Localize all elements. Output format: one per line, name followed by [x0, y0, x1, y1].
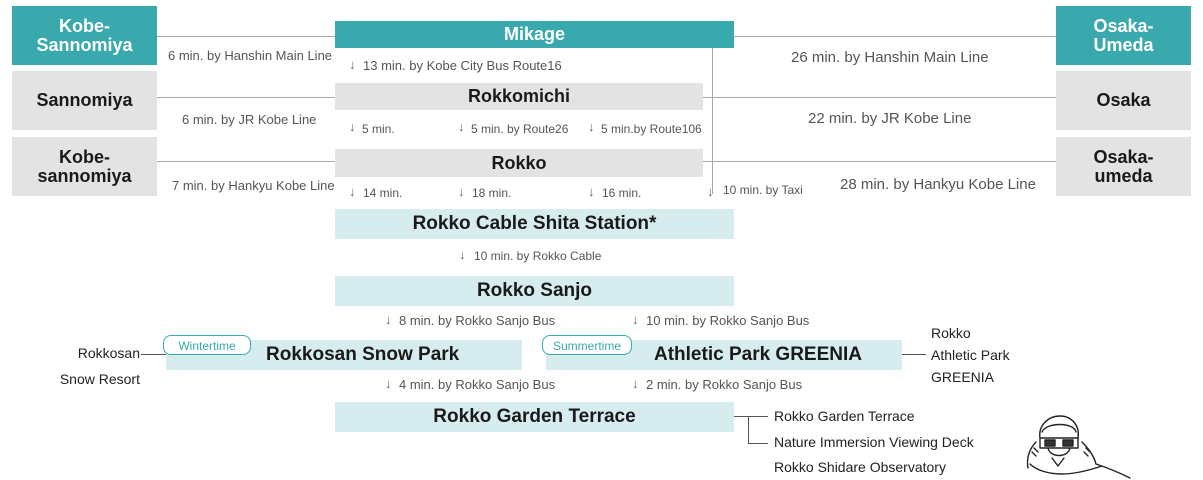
route-rokkomichi-1: 5 min. — [362, 122, 395, 136]
arrow-down-icon: ↓ — [588, 184, 595, 199]
station-garden-terrace: Rokko Garden Terrace — [335, 402, 734, 432]
route-hanshin-west: 6 min. by Hanshin Main Line — [168, 48, 333, 63]
connector-line — [902, 354, 926, 355]
facility-terrace-3: Rokko Shidare Observatory — [774, 459, 946, 475]
hanshin-line-west — [157, 36, 335, 37]
route-jr-east: 22 min. by JR Kobe Line — [808, 110, 972, 127]
arrow-down-icon: ↓ — [349, 119, 356, 134]
station-rokko-sanjo: Rokko Sanjo — [335, 276, 734, 306]
station-rokko: Rokko — [335, 149, 703, 177]
station-osaka-jr: Osaka — [1056, 71, 1191, 130]
route-rokkomichi-3: 5 min.by Route106 — [601, 122, 702, 136]
route-cable: 10 min. by Rokko Cable — [474, 249, 602, 263]
arrow-down-icon: ↓ — [459, 247, 466, 262]
route-taxi: 10 min. by Taxi — [723, 183, 803, 197]
connector-line — [748, 443, 768, 444]
facility-greenia-2: Athletic Park — [931, 347, 1010, 363]
hankyu-line-west — [157, 161, 335, 162]
route-hankyu-east: 28 min. by Hankyu Kobe Line — [840, 176, 1036, 193]
arrow-down-icon: ↓ — [385, 312, 392, 327]
route-hanshin-east: 26 min. by Hanshin Main Line — [791, 49, 989, 66]
route-rokko-2: 18 min. — [472, 186, 512, 200]
facility-terrace-2: Nature Immersion Viewing Deck — [774, 434, 974, 450]
tag-wintertime: Wintertime — [163, 335, 251, 355]
arrow-down-icon: ↓ — [632, 376, 639, 391]
arrow-down-icon: ↓ — [588, 119, 595, 134]
hankyu-line-east — [703, 161, 1056, 162]
route-rokko-3: 16 min. — [602, 186, 642, 200]
route-hankyu-west: 7 min. by Hankyu Kobe Line — [172, 178, 335, 193]
jr-line-east — [703, 97, 1056, 98]
route-rokko-1: 14 min. — [363, 186, 403, 200]
station-cable-shita: Rokko Cable Shita Station* — [335, 209, 734, 239]
facility-greenia-3: GREENIA — [931, 369, 995, 385]
route-mikage-bus: 13 min. by Kobe City Bus Route16 — [363, 58, 562, 73]
station-kobe-sannomiya-hanshin: Kobe- Sannomiya — [12, 6, 157, 65]
facility-snow-resort: Snow Resort — [59, 371, 140, 387]
station-osaka-umeda-hankyu: Osaka- umeda — [1056, 137, 1191, 196]
route-greenia-to-terrace: 2 min. by Rokko Sanjo Bus — [646, 377, 803, 392]
connector-line — [141, 354, 166, 355]
station-rokkomichi: Rokkomichi — [335, 83, 703, 110]
arrow-down-icon: ↓ — [632, 312, 639, 327]
arrow-down-icon: ↓ — [458, 184, 465, 199]
jr-line-west — [157, 97, 335, 98]
tag-summertime: Summertime — [542, 335, 632, 355]
arrow-down-icon: ↓ — [458, 119, 465, 134]
route-jr-west: 6 min. by JR Kobe Line — [182, 112, 317, 127]
station-kobe-sannomiya-hankyu: Kobe- sannomiya — [12, 137, 157, 196]
arrow-down-icon: ↓ — [349, 184, 356, 199]
route-sanjo-bus-winter: 8 min. by Rokko Sanjo Bus — [399, 313, 556, 328]
arrow-down-icon: ↓ — [349, 57, 356, 72]
facility-greenia-1: Rokko — [931, 325, 971, 341]
connector-line — [748, 416, 749, 443]
facility-rokkosan: Rokkosan — [77, 345, 140, 361]
taxi-line — [712, 48, 713, 194]
route-snow-to-terrace: 4 min. by Rokko Sanjo Bus — [399, 377, 556, 392]
facility-terrace-1: Rokko Garden Terrace — [774, 408, 915, 424]
station-sannomiya-jr: Sannomiya — [12, 71, 157, 130]
hanshin-line-east — [734, 36, 1056, 37]
arrow-down-icon: ↓ — [385, 376, 392, 391]
route-rokkomichi-2: 5 min. by Route26 — [471, 122, 569, 136]
station-mikage: Mikage — [335, 21, 734, 48]
skier-mascot-icon — [1026, 415, 1131, 479]
station-snow-park: Rokkosan Snow Park — [166, 340, 522, 370]
route-sanjo-bus-summer: 10 min. by Rokko Sanjo Bus — [646, 313, 810, 328]
connector-line — [734, 416, 768, 417]
station-osaka-umeda-hanshin: Osaka- Umeda — [1056, 6, 1191, 65]
arrow-down-icon: ↓ — [707, 184, 714, 199]
